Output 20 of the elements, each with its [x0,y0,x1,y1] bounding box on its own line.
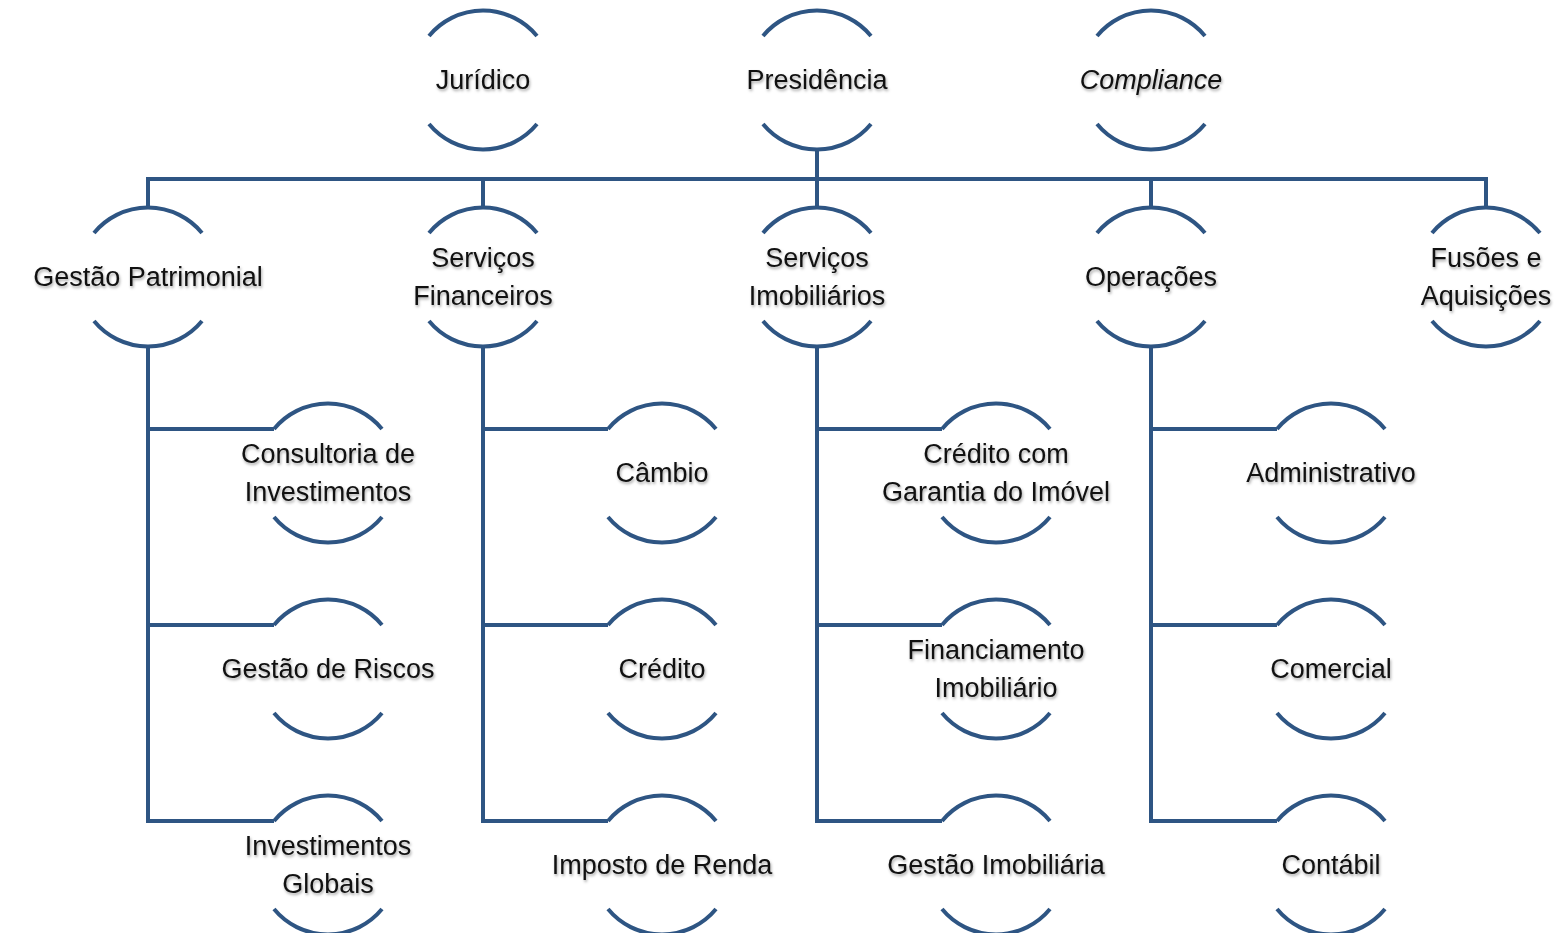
department-name: Fusões e Aquisições [1419,242,1553,313]
department-name: Administrativo [1246,457,1416,490]
department-name: Gestão Imobiliária [887,849,1105,882]
department-name: Consultoria de Investimentos [239,438,417,509]
department-name: Contábil [1281,849,1381,882]
department-name: Jurídico [435,64,531,97]
department-name: Crédito com Garantia do Imóvel [880,438,1112,509]
department-name: Gestão Patrimonial [33,261,263,294]
department-name: Financiamento Imobiliário [906,634,1086,705]
department-name: Serviços Imobiliários [747,242,887,313]
department-name: Imposto de Renda [551,849,773,882]
department-name: Investimentos Globais [243,830,413,901]
department-name: Compliance [1079,64,1223,97]
department-name: Crédito [618,653,706,686]
department-name: Gestão de Riscos [221,653,435,686]
department-name: Comercial [1270,653,1392,686]
department-name: Câmbio [615,457,709,490]
department-name: Operações [1084,261,1218,294]
department-name: Serviços Financeiros [412,242,554,313]
department-name: Presidência [746,64,888,97]
